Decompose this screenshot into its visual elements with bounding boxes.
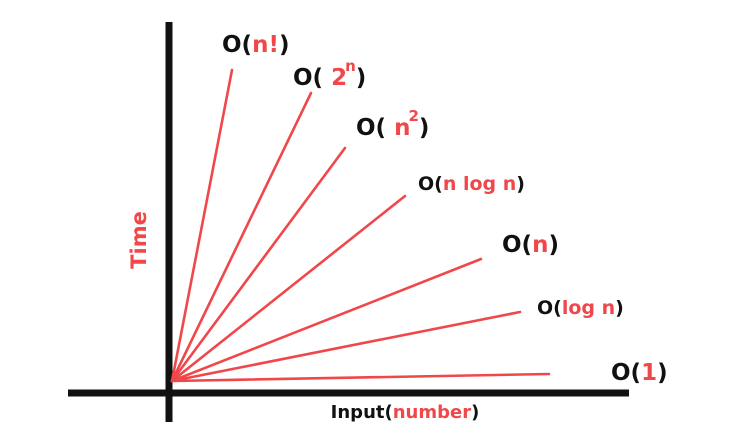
label-exponential: O( 2n)	[293, 57, 366, 91]
x-axis-label: Input(number)	[331, 402, 480, 423]
label-quadratic: O( n2)	[356, 107, 429, 141]
label-body: n log n	[443, 173, 516, 195]
label-body: n!	[252, 32, 279, 58]
label-prefix: O(	[611, 360, 641, 386]
line-quadratic	[170, 146, 347, 383]
complexity-labels: O(n!)O( 2n)O( n2)O(n log n)O(n)O(log n)O…	[222, 32, 668, 386]
label-body: n	[394, 115, 410, 141]
x-axis-label-highlight: number	[393, 402, 471, 423]
label-suffix: )	[356, 65, 367, 91]
x-axis-label-suffix: )	[471, 402, 479, 423]
label-prefix: O(	[222, 32, 252, 58]
label-suffix: )	[548, 232, 559, 258]
label-prefix: O(	[293, 65, 331, 91]
label-prefix: O(	[356, 115, 394, 141]
label-constant: O(1)	[611, 360, 668, 386]
label-body: log n	[562, 297, 615, 319]
line-logarithmic	[170, 310, 522, 383]
line-linearithmic	[170, 194, 407, 383]
line-factorial	[170, 68, 234, 383]
label-superscript: n	[345, 57, 356, 75]
label-suffix: )	[279, 32, 290, 58]
label-suffix: )	[419, 115, 430, 141]
label-logarithmic: O(log n)	[537, 297, 624, 319]
x-axis-label-prefix: Input(	[331, 402, 393, 423]
label-prefix: O(	[537, 297, 562, 319]
label-superscript: 2	[408, 107, 418, 125]
line-exponential	[170, 91, 313, 383]
complexity-lines	[170, 68, 551, 383]
line-linear	[170, 257, 483, 383]
label-body: 2	[331, 65, 347, 91]
label-linear: O(n)	[502, 232, 559, 258]
label-suffix: )	[657, 360, 668, 386]
y-axis-label: Time	[127, 211, 151, 269]
label-body: 1	[641, 360, 657, 386]
label-factorial: O(n!)	[222, 32, 289, 58]
label-prefix: O(	[502, 232, 532, 258]
label-suffix: )	[516, 173, 525, 195]
label-suffix: )	[615, 297, 624, 319]
label-linearithmic: O(n log n)	[418, 173, 525, 195]
line-constant	[170, 372, 551, 383]
label-body: n	[532, 232, 548, 258]
label-prefix: O(	[418, 173, 443, 195]
